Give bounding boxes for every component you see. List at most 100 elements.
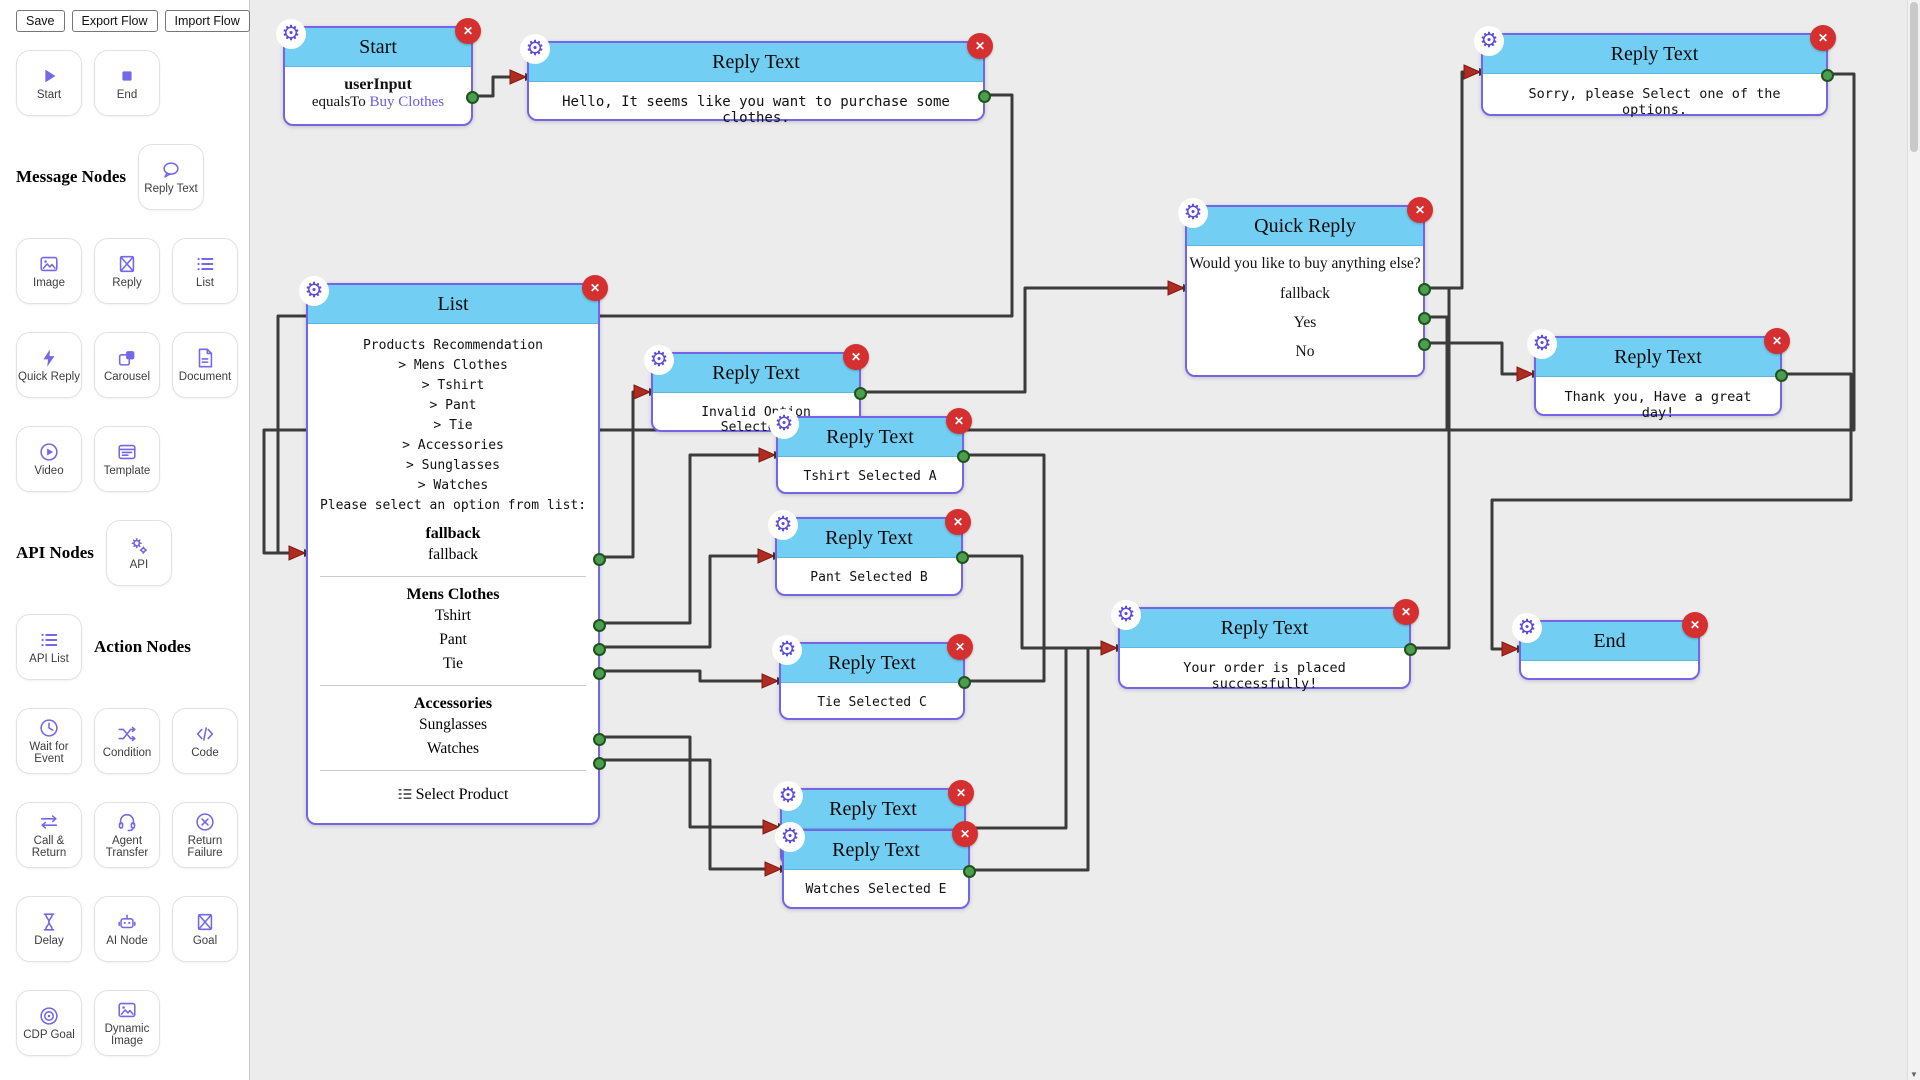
palette-item-list[interactable]: List bbox=[172, 238, 238, 304]
output-handle[interactable] bbox=[466, 91, 479, 104]
output-handle-no[interactable] bbox=[1418, 338, 1431, 351]
list-option-sunglasses[interactable]: Sunglasses bbox=[418, 716, 488, 733]
quick-reply-option-no[interactable]: No bbox=[1295, 343, 1315, 360]
output-handle[interactable] bbox=[963, 865, 976, 878]
palette-item-start[interactable]: Start bbox=[16, 50, 82, 116]
node-reply-order[interactable]: ⚙ ✕ Reply Text Your order is placed succ… bbox=[1111, 599, 1419, 692]
list-option-tie[interactable]: Tie bbox=[442, 655, 464, 672]
output-handle[interactable] bbox=[854, 387, 867, 400]
scrollbar-thumb[interactable] bbox=[1910, 2, 1918, 152]
node-reply-thankyou[interactable]: ⚙ ✕ Reply Text Thank you, Have a great d… bbox=[1527, 328, 1790, 421]
palette-item-end[interactable]: End bbox=[94, 50, 160, 116]
settings-gear-icon[interactable]: ⚙ bbox=[1111, 600, 1141, 630]
quick-reply-option-fallback[interactable]: fallback bbox=[1280, 285, 1330, 302]
output-handle-fallback[interactable] bbox=[593, 553, 606, 566]
close-icon[interactable]: ✕ bbox=[1407, 197, 1433, 223]
list-footer[interactable]: Select Product bbox=[308, 780, 598, 814]
list-option-tshirt[interactable]: Tshirt bbox=[435, 607, 471, 624]
save-button[interactable]: Save bbox=[16, 10, 65, 32]
output-handle-fallback[interactable] bbox=[1418, 283, 1431, 296]
output-handle-tie[interactable] bbox=[593, 667, 606, 680]
node-reply-sorry[interactable]: ⚙ ✕ Reply Text Sorry, please Select one … bbox=[1474, 25, 1836, 118]
palette-item-cdp-goal[interactable]: CDP Goal bbox=[16, 990, 82, 1056]
palette-item-goal[interactable]: Goal bbox=[172, 896, 238, 962]
close-icon[interactable]: ✕ bbox=[952, 821, 978, 847]
node-list[interactable]: ⚙ ✕ List Products Recommendation > Mens … bbox=[299, 275, 608, 825]
palette-item-reply[interactable]: Reply bbox=[94, 238, 160, 304]
output-handle[interactable] bbox=[1821, 69, 1834, 82]
palette-item-carousel[interactable]: Carousel bbox=[94, 332, 160, 398]
close-icon[interactable]: ✕ bbox=[948, 780, 974, 806]
output-handle-sunglasses[interactable] bbox=[593, 733, 606, 746]
output-handle[interactable] bbox=[1404, 643, 1417, 656]
palette-item-wait-for-event[interactable]: Wait for Event bbox=[16, 708, 82, 774]
close-icon[interactable]: ✕ bbox=[455, 18, 481, 44]
settings-gear-icon[interactable]: ⚙ bbox=[520, 34, 550, 64]
palette-item-api-list[interactable]: API List bbox=[16, 614, 82, 680]
palette-item-image[interactable]: Image bbox=[16, 238, 82, 304]
palette-item-return-failure[interactable]: Return Failure bbox=[172, 802, 238, 868]
close-icon[interactable]: ✕ bbox=[967, 33, 993, 59]
node-reply-sunglasses[interactable]: ⚙ ✕ Reply Text bbox=[773, 780, 974, 866]
palette-item-code[interactable]: Code bbox=[172, 708, 238, 774]
palette-item-delay[interactable]: Delay bbox=[16, 896, 82, 962]
close-icon[interactable]: ✕ bbox=[1682, 612, 1708, 638]
scroll-down-arrow[interactable]: ▼ bbox=[1910, 1070, 1918, 1079]
node-reply-tshirt[interactable]: ⚙ ✕ Reply Text Tshirt Selected A bbox=[769, 408, 972, 494]
output-handle-watches[interactable] bbox=[593, 757, 606, 770]
palette-item-dynamic-image[interactable]: Dynamic Image bbox=[94, 990, 160, 1056]
list-option-pant[interactable]: Pant bbox=[439, 631, 467, 648]
node-reply-watches[interactable]: ⚙ ✕ Reply Text Watches Selected E bbox=[775, 821, 978, 909]
settings-gear-icon[interactable]: ⚙ bbox=[772, 635, 802, 665]
flow-canvas[interactable]: ⚙ ✕ Start userInput equalsTo Buy Clothes… bbox=[250, 0, 1908, 1080]
close-icon[interactable]: ✕ bbox=[945, 509, 971, 535]
palette-item-template[interactable]: Template bbox=[94, 426, 160, 492]
close-icon[interactable]: ✕ bbox=[946, 408, 972, 434]
quick-reply-option-yes[interactable]: Yes bbox=[1293, 314, 1317, 331]
close-icon[interactable]: ✕ bbox=[1810, 25, 1836, 51]
palette-item-agent-transfer[interactable]: Agent Transfer bbox=[94, 802, 160, 868]
palette-item-quick-reply[interactable]: Quick Reply bbox=[16, 332, 82, 398]
node-reply-hello[interactable]: ⚙ ✕ Reply Text Hello, It seems like you … bbox=[520, 33, 993, 126]
list-option-fallback[interactable]: fallback bbox=[428, 546, 478, 563]
close-icon[interactable]: ✕ bbox=[843, 344, 869, 370]
output-handle[interactable] bbox=[957, 450, 970, 463]
output-handle[interactable] bbox=[1775, 369, 1788, 382]
output-handle-tshirt[interactable] bbox=[593, 619, 606, 632]
settings-gear-icon[interactable]: ⚙ bbox=[276, 19, 306, 49]
node-start[interactable]: ⚙ ✕ Start userInput equalsTo Buy Clothes bbox=[276, 18, 481, 126]
settings-gear-icon[interactable]: ⚙ bbox=[1474, 26, 1504, 56]
output-handle[interactable] bbox=[956, 551, 969, 564]
export-flow-button[interactable]: Export Flow bbox=[71, 10, 158, 32]
output-handle[interactable] bbox=[958, 676, 971, 689]
settings-gear-icon[interactable]: ⚙ bbox=[1178, 198, 1208, 228]
settings-gear-icon[interactable]: ⚙ bbox=[1527, 329, 1557, 359]
settings-gear-icon[interactable]: ⚙ bbox=[769, 409, 799, 439]
vertical-scrollbar[interactable]: ▼ bbox=[1907, 0, 1920, 1080]
settings-gear-icon[interactable]: ⚙ bbox=[775, 822, 805, 852]
node-end[interactable]: ⚙ ✕ End bbox=[1512, 612, 1708, 680]
output-handle-yes[interactable] bbox=[1418, 312, 1431, 325]
list-option-watches[interactable]: Watches bbox=[426, 740, 480, 757]
node-reply-pant[interactable]: ⚙ ✕ Reply Text Pant Selected B bbox=[768, 509, 971, 596]
import-flow-button[interactable]: Import Flow bbox=[164, 10, 250, 32]
node-reply-tie[interactable]: ⚙ ✕ Reply Text Tie Selected C bbox=[772, 634, 973, 720]
close-icon[interactable]: ✕ bbox=[582, 275, 608, 301]
settings-gear-icon[interactable]: ⚙ bbox=[1512, 613, 1542, 643]
palette-item-ai-node[interactable]: AI Node bbox=[94, 896, 160, 962]
palette-item-condition[interactable]: Condition bbox=[94, 708, 160, 774]
palette-item-call-return[interactable]: Call & Return bbox=[16, 802, 82, 868]
close-icon[interactable]: ✕ bbox=[947, 634, 973, 660]
settings-gear-icon[interactable]: ⚙ bbox=[773, 781, 803, 811]
close-icon[interactable]: ✕ bbox=[1764, 328, 1790, 354]
settings-gear-icon[interactable]: ⚙ bbox=[768, 510, 798, 540]
settings-gear-icon[interactable]: ⚙ bbox=[644, 345, 674, 375]
palette-item-document[interactable]: Document bbox=[172, 332, 238, 398]
settings-gear-icon[interactable]: ⚙ bbox=[299, 276, 329, 306]
node-quick-reply[interactable]: ⚙ ✕ Quick Reply Would you like to buy an… bbox=[1178, 197, 1433, 377]
output-handle[interactable] bbox=[978, 90, 991, 103]
output-handle-pant[interactable] bbox=[593, 643, 606, 656]
palette-item-video[interactable]: Video bbox=[16, 426, 82, 492]
palette-item-api[interactable]: API bbox=[105, 520, 172, 586]
palette-item-reply-text[interactable]: Reply Text bbox=[138, 144, 205, 210]
